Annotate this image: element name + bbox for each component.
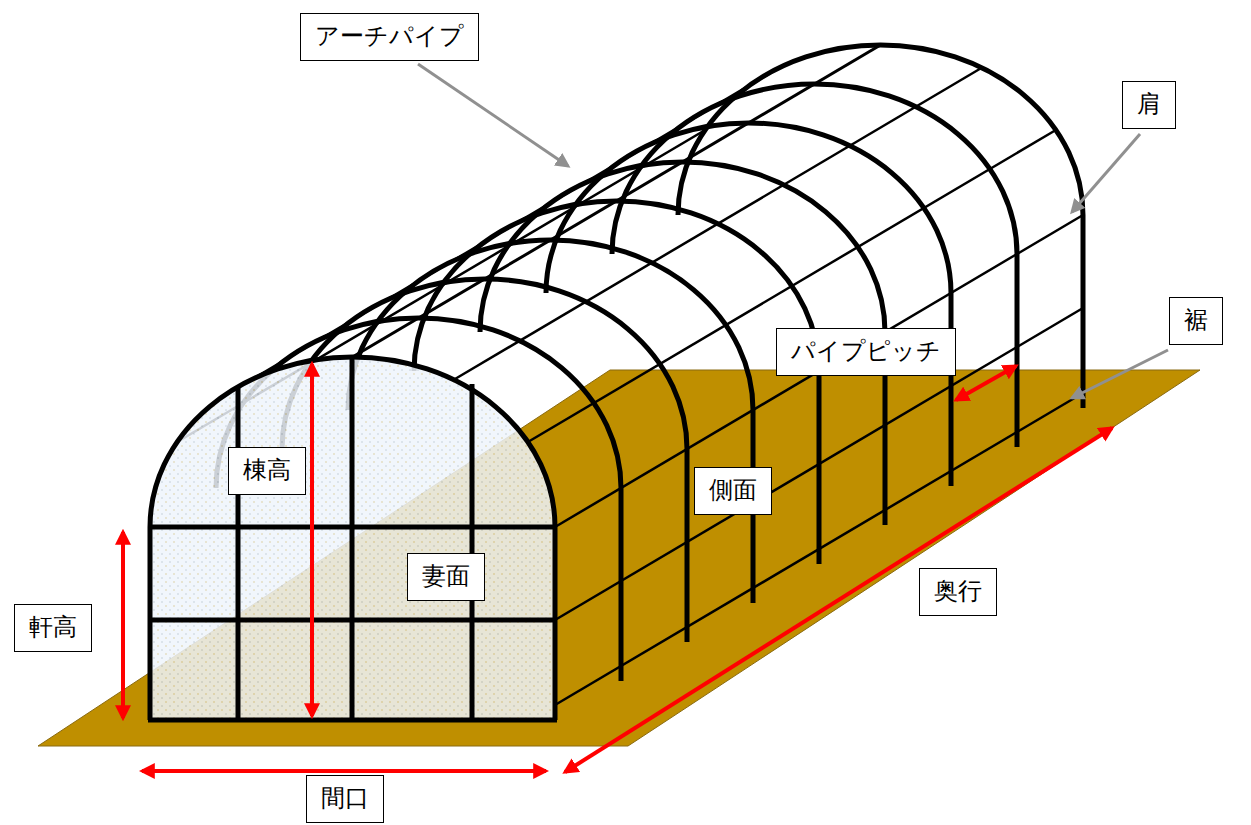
- callout-label: パイプピッチ: [776, 328, 956, 376]
- label-text: アーチパイプ: [315, 20, 464, 54]
- callout-label: 棟高: [228, 447, 306, 495]
- callout-label: 妻面: [407, 553, 485, 601]
- label-text: 妻面: [422, 560, 470, 594]
- label-text: 裾: [1184, 304, 1208, 338]
- callout-label: 側面: [694, 467, 772, 515]
- end-wall-film: [150, 357, 555, 720]
- label-text: 側面: [709, 474, 757, 508]
- callout-label: 肩: [1122, 81, 1176, 129]
- callout-label: 奥行: [919, 568, 997, 616]
- callout-label: 裾: [1169, 297, 1223, 345]
- label-text: 奥行: [934, 575, 982, 609]
- leader-arrows: [418, 64, 1168, 398]
- label-text: 軒高: [29, 611, 77, 645]
- label-text: 間口: [321, 782, 369, 816]
- dimension-arrows: [123, 364, 1112, 772]
- label-text: パイプピッチ: [791, 335, 941, 369]
- end-wall-frame: [148, 357, 557, 720]
- label-text: 棟高: [243, 454, 291, 488]
- callout-label: アーチパイプ: [300, 13, 479, 61]
- label-text: 肩: [1137, 88, 1161, 122]
- callout-label: 軒高: [14, 604, 92, 652]
- callout-label: 間口: [306, 775, 384, 823]
